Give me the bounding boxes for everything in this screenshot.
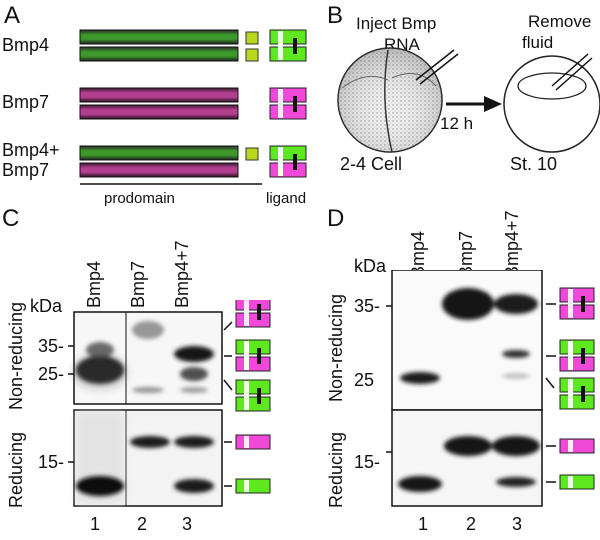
panel-b-remove-label-line1: Remove [528,12,592,31]
schematic-d-bmp4-monomer [559,474,595,490]
panel-a-ligand-label: ligand [266,190,307,207]
panel-d-marker-25: 25 [354,370,375,390]
band-c-lane1-reducing [76,476,124,496]
bmp4-cleaved-fragment-2 [245,48,259,62]
panel-d-marker-35: 35- [354,296,381,316]
band-c-lane3-low [180,367,208,381]
band-c-lane2-low [132,387,164,393]
stage10-embryo [503,55,600,153]
panel-a-row-bmp4-label: Bmp4 [2,35,50,55]
bmp7-hetero-prodomain-bar [79,162,239,178]
panel-c-marker-25: 25- [38,364,65,384]
schematic-d-bmp7-homodimer [559,287,595,320]
panel-a-row-bmp7-label: Bmp7 [2,92,50,112]
panel-d-kda-label: kDa [354,256,387,276]
band-d-lane2-dimer [442,288,494,320]
schematic-d-bmp4-homodimer [559,377,595,410]
panel-c-marker-15: 15- [38,452,65,472]
panel-b-stage1-label: 2-4 Cell [340,154,403,174]
schematic-d-heterodimer [559,339,595,372]
bmp7-prodomain-bar-1 [79,87,239,103]
panel-d-bottom-membrane [391,409,543,507]
band-d-lane3-reducing-top [492,436,540,456]
panel-d-lane-number-1: 1 [418,514,429,534]
bmp7-prodomain-bar-2 [79,104,239,120]
bmp4-hetero-cleaved-fragment [245,147,259,161]
band-c-lane2-reducing [130,436,170,448]
panel-a-prodomain-label: prodomain [104,190,175,207]
bmp4-prodomain-bar-1 [79,29,239,45]
band-c-lane3-faint [180,387,208,393]
panel-c-lane-number-2: 2 [137,514,148,534]
panel-c-western-blot [68,300,271,507]
removal-needle [551,53,589,87]
panel-d-lane-number-3: 3 [512,514,523,534]
schematic-d-bmp7-monomer [559,438,595,454]
band-d-lane1-reducing [398,476,442,492]
band-c-lane1-smear [86,342,114,358]
schematic-c-heterodimer [235,339,271,372]
panel-c-lane-number-1: 1 [90,514,101,534]
panel-a-letter: A [4,2,21,29]
band-c-lane2-dimer [132,321,164,339]
schematic-c-bmp7-homodimer [235,300,271,328]
band-d-lane2-reducing [444,436,492,456]
panel-d-western-blot [386,270,595,507]
band-d-lane3-reducing-bottom [496,477,536,487]
schematic-c-bmp4-monomer [235,478,271,494]
panel-c-lane-number-3: 3 [182,514,193,534]
panel-b-stage2-label: St. 10 [510,154,558,174]
arrow-icon [446,96,502,112]
bmp4-ligand-dimer [269,29,307,62]
bmp7-ligand-dimer [269,87,307,120]
panel-b-inject-label-line1: Inject Bmp [356,14,437,33]
band-c-lane3-reducing-bottom [174,479,214,493]
band-d-lane3-heterodimer [502,350,530,358]
panel-a-row-bmp7b-label: Bmp7 [2,160,50,180]
panel-b-embryo-diagram [337,47,600,153]
heterodimer-ligand [269,145,307,178]
schematic-c-bmp4-homodimer [235,379,271,412]
panel-d-marker-15: 15- [354,452,381,472]
bmp4-cleaved-fragment-1 [245,31,259,45]
band-c-lane3-reducing-top [174,436,214,448]
panel-d-letter: D [327,205,345,232]
panel-c-letter: C [2,205,20,232]
two-cell-embryo [337,47,443,153]
panel-c-marker-35: 35- [38,336,65,356]
bmp4-prodomain-bar-2 [79,46,239,62]
injection-needle [415,49,455,81]
panel-d-lane-3-label: Bmp4+7 [502,210,522,278]
panel-d-lane-number-2: 2 [466,514,477,534]
band-d-lane3-dimer-top [494,294,538,314]
schematic-c-bmp7-monomer [235,434,271,450]
panel-c-kda-label: kDa [30,296,63,316]
panel-a-row-bmp4plus-label: Bmp4+ [2,140,60,160]
panel-b-letter: B [327,2,344,29]
band-d-lane3-faint [502,373,530,379]
panel-b-time-label: 12 h [440,114,474,133]
panel-b-remove-label-line2: fluid [522,33,554,52]
band-c-lane3-dimer [174,346,214,362]
bmp4-hetero-prodomain-bar [79,145,239,161]
panel-a-constructs-diagram [79,29,307,185]
panel-c-lane-3-label: Bmp4+7 [172,240,192,308]
band-d-lane1-monomer [400,372,440,384]
